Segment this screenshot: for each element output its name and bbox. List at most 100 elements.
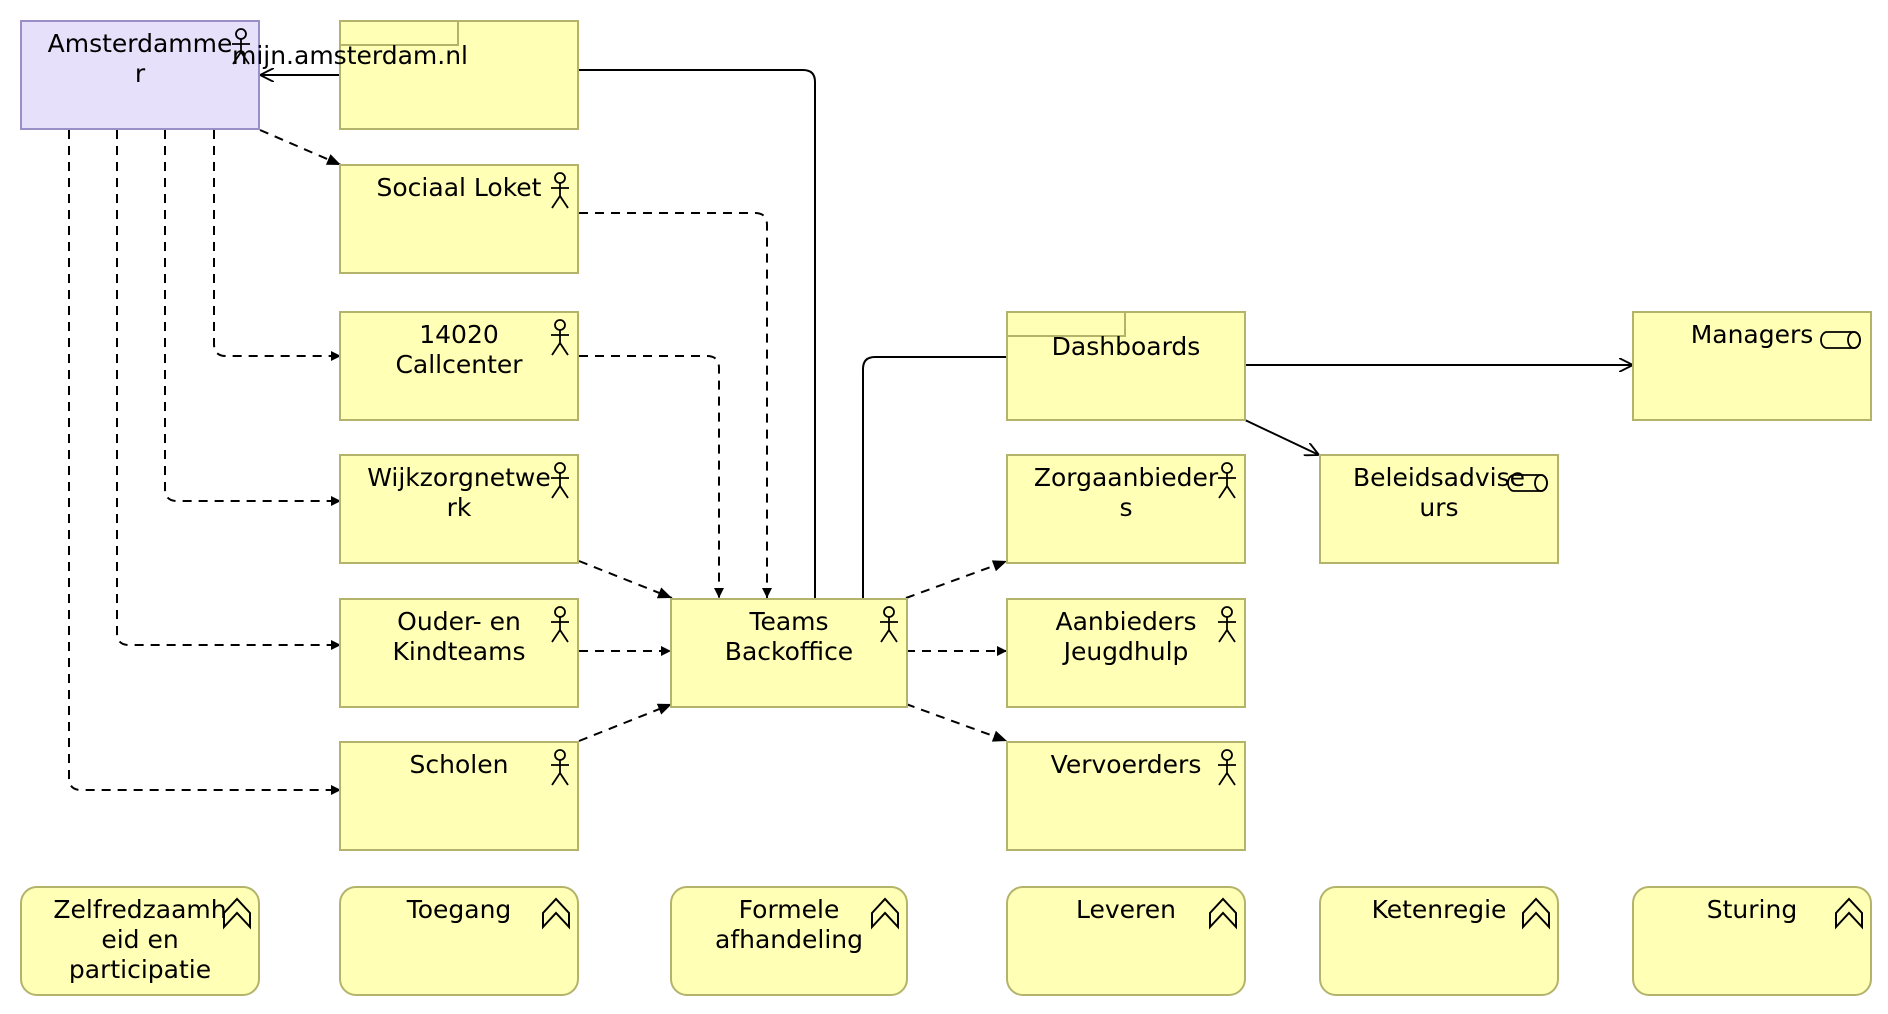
element-label: Kindteams	[393, 637, 526, 666]
dashed-relations	[68, 129, 1008, 795]
actor-icon	[232, 28, 250, 65]
relation-amsterdammer-to-callcenter	[213, 130, 341, 361]
relation-dashboards-to-beleidsadviseurs	[1244, 419, 1319, 455]
value-stream-icon	[1209, 897, 1237, 930]
element-mijn-amsterdam[interactable]: mijn.amsterdam.nl	[232, 20, 579, 130]
element-label: Sturing	[1707, 895, 1797, 924]
interface-tab	[1006, 311, 1126, 337]
element-label: Wijkzorgnetwe	[367, 463, 551, 492]
element-label: Dashboards	[1052, 332, 1201, 361]
actor-icon	[551, 462, 569, 499]
element-box	[1006, 598, 1246, 708]
relation-wijkzorgnetwerk-to-backoffice	[578, 560, 673, 599]
element-box	[1319, 886, 1559, 996]
relation-sociaal-loket-to-backoffice	[579, 212, 772, 598]
element-label: r	[135, 59, 146, 88]
element-label: Zorgaanbieder	[1034, 463, 1219, 492]
relation-scholen-to-backoffice	[578, 703, 673, 742]
relation-backoffice-mijn-amsterdam	[579, 69, 816, 598]
element-label: Formele	[739, 895, 840, 924]
element-label: Callcenter	[395, 350, 523, 379]
actor-icon	[880, 606, 898, 643]
actor-icon	[1218, 606, 1236, 643]
element-label: rk	[447, 493, 472, 522]
element-box	[339, 454, 579, 564]
element-box	[339, 886, 579, 996]
relations	[68, 69, 1633, 795]
element-label: mijn.amsterdam.nl	[232, 41, 468, 70]
element-box	[1632, 886, 1872, 996]
element-label: Scholen	[410, 750, 509, 779]
element-leveren[interactable]: Leveren	[1006, 886, 1246, 996]
element-box	[670, 886, 908, 996]
element-label: Leveren	[1076, 895, 1176, 924]
value-stream-icon	[1835, 897, 1863, 930]
element-label: Toegang	[406, 895, 512, 924]
actor-icon	[551, 749, 569, 786]
actor-icon	[551, 606, 569, 643]
actor-icon	[1218, 749, 1236, 786]
relation-amsterdammer-to-sociaal-loket	[259, 129, 342, 166]
relation-amsterdammer-to-ouder-kindteams	[116, 130, 341, 650]
element-box	[670, 598, 908, 708]
value-stream-icon	[542, 897, 570, 930]
role-icon	[1507, 474, 1548, 492]
element-label: Teams	[748, 607, 828, 636]
element-box	[1319, 454, 1559, 564]
interface-tab	[339, 20, 459, 46]
element-label: Jeugdhulp	[1062, 637, 1189, 666]
element-box	[339, 164, 579, 274]
element-box	[1632, 311, 1872, 421]
element-label: Aanbieders	[1055, 607, 1196, 636]
element-label: s	[1119, 493, 1132, 522]
element-label: urs	[1419, 493, 1458, 522]
element-managers[interactable]: Managers	[1632, 311, 1872, 421]
element-box	[339, 311, 579, 421]
element-box	[1006, 454, 1246, 564]
relation-callcenter-to-backoffice	[579, 355, 724, 598]
value-stream-icon	[1522, 897, 1550, 930]
element-label: participatie	[69, 955, 211, 984]
element-box	[339, 741, 579, 851]
element-sociaal-loket[interactable]: Sociaal Loket	[339, 164, 579, 274]
element-box	[1006, 741, 1246, 851]
element-label: Backoffice	[725, 637, 853, 666]
element-label: Ketenregie	[1372, 895, 1507, 924]
element-sturing[interactable]: Sturing	[1632, 886, 1872, 996]
element-label: Managers	[1691, 320, 1814, 349]
actor-icon	[551, 319, 569, 356]
actor-icon	[551, 172, 569, 209]
value-stream-icon	[871, 897, 899, 930]
element-box	[20, 20, 260, 130]
element-toegang[interactable]: Toegang	[339, 886, 579, 996]
element-ketenregie[interactable]: Ketenregie	[1319, 886, 1559, 996]
element-label: Vervoerders	[1051, 750, 1202, 779]
element-label: Sociaal Loket	[377, 173, 542, 202]
value-stream-icon	[223, 897, 251, 930]
element-label: Ouder- en	[397, 607, 521, 636]
element-label: Amsterdamme	[48, 29, 233, 58]
relation-amsterdammer-to-scholen	[68, 130, 341, 795]
relation-backoffice-to-zorgaanbieders	[905, 560, 1008, 599]
element-box	[1006, 886, 1246, 996]
element-label: 14020	[419, 320, 499, 349]
relation-backoffice-dashboards	[862, 356, 1007, 598]
element-vervoerders[interactable]: Vervoerders	[1006, 741, 1246, 851]
element-scholen[interactable]: Scholen	[339, 741, 579, 851]
element-dashboards[interactable]: Dashboards	[1006, 311, 1246, 421]
role-icon	[1820, 331, 1861, 349]
element-box	[339, 598, 579, 708]
element-box	[20, 886, 260, 996]
